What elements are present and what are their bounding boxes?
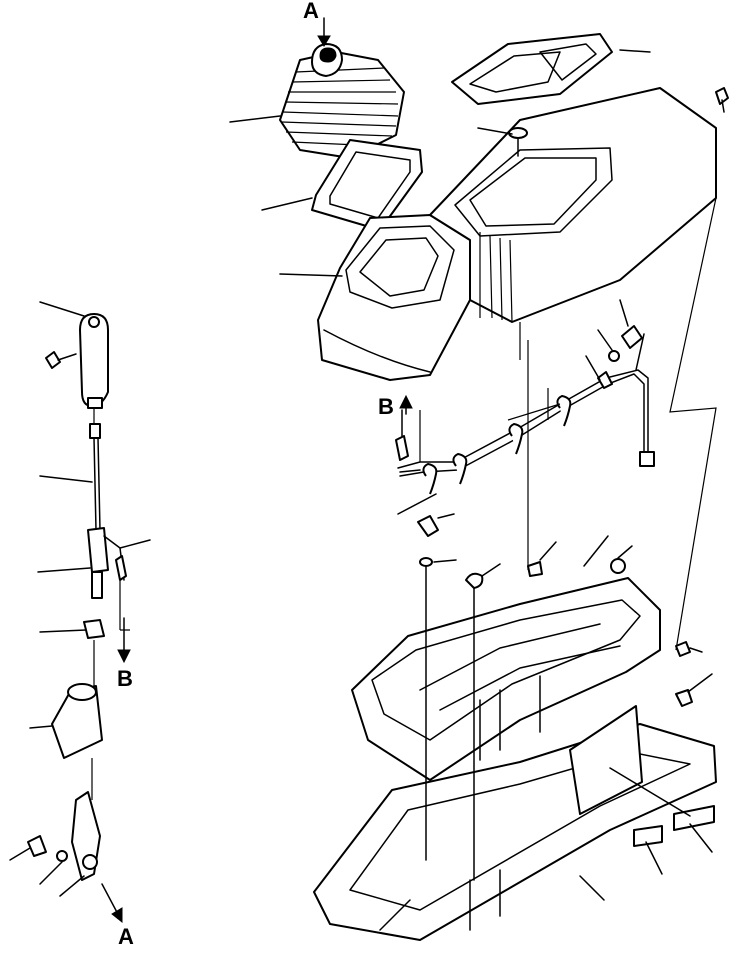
knob-screw [45,351,77,369]
callout-label-b-mid: B [378,394,394,419]
callout-label-b-left: B [117,666,133,691]
arm-bolt [27,835,68,862]
arrow-bottom-a [101,883,123,924]
lever-rod [87,423,127,599]
harness-bolt [608,325,643,362]
lever-boot-small [51,683,103,759]
console-lower-frame [351,577,661,781]
bolt-top-right [715,87,729,113]
arrow-mid-b [399,394,413,415]
boot-frame [311,139,423,231]
console-rear-body [429,87,717,323]
base-side-panel [569,705,643,815]
shift-knob [79,313,109,409]
callout-label-a-bottom: A [118,924,134,949]
shift-lever-boot [279,43,405,159]
lever-nut [83,619,105,639]
ashtray [451,33,613,105]
callout-label-a-top: A [303,0,319,23]
lever-arm [71,791,101,881]
console-front-cover [317,214,471,381]
wiring-harness [395,369,655,495]
arrow-left-b [117,617,131,664]
arrow-top-a [317,17,331,47]
guide-lines [91,197,717,800]
leader-lines [9,49,713,901]
